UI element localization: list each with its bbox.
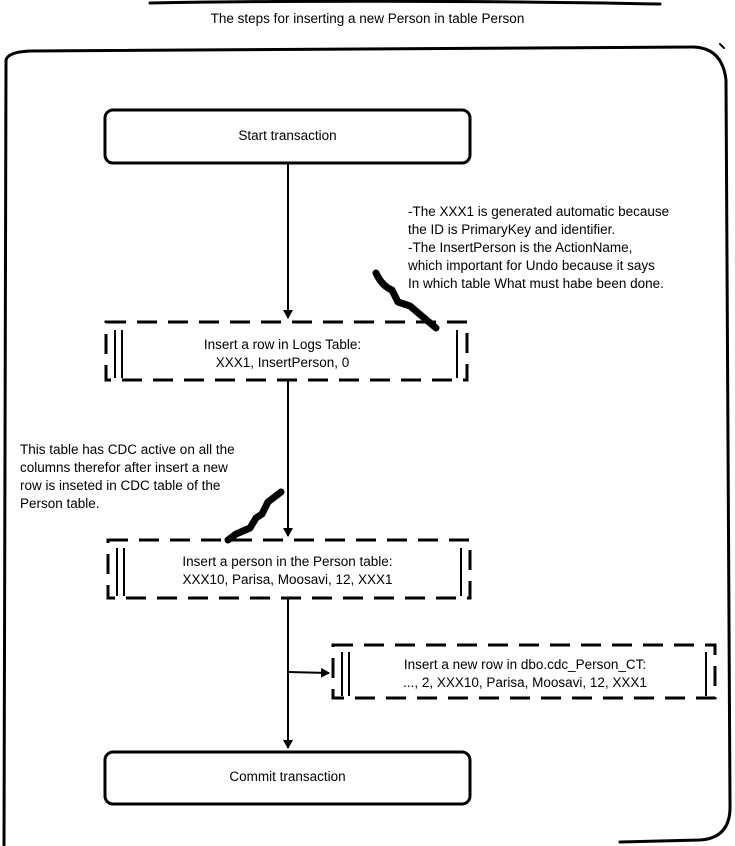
- cdc-step-line-2: ..., 2, XXX10, Parisa, Moosavi, 12, XXX1: [403, 675, 647, 690]
- note-xxx1-line: which important for Undo because it says: [408, 258, 655, 273]
- callout-squiggle-cdc: [224, 488, 285, 544]
- logs-step-label: Insert a row in Logs Table: XXX1, Insert…: [110, 336, 455, 372]
- logs-step-line-2: XXX1, InsertPerson, 0: [215, 355, 350, 370]
- person-step-label: Insert a person in the Person table: XXX…: [110, 553, 465, 589]
- start-transaction-label: Start transaction: [238, 128, 337, 143]
- cdc-step-box: [331, 643, 717, 700]
- commit-transaction-label: Commit transaction: [229, 769, 346, 784]
- diagram-title: The steps for inserting a new Person in …: [210, 11, 525, 26]
- note-xxx1-line: -The InsertPerson is the ActionName,: [408, 240, 633, 255]
- note-xxx1-line: -The XXX1 is generated automatic because: [408, 204, 670, 219]
- note-cdc-explanation: This table has CDC active on all the col…: [20, 441, 252, 513]
- cdc-step-label: Insert a new row in dbo.cdc_Person_CT: .…: [340, 656, 710, 692]
- cdc-step-line-1: Insert a new row in dbo.cdc_Person_CT:: [403, 657, 647, 672]
- note-cdc-line: row is inseted in CDC table of the: [20, 478, 221, 493]
- note-cdc-line: columns therefor after insert a new: [20, 460, 228, 475]
- arrow-branch-to-cdc: [287, 667, 330, 678]
- commit-transaction-box: [103, 750, 472, 806]
- note-cdc-line: This table has CDC active on all the: [20, 442, 235, 457]
- note-xxx1-line: In which table What must habe been done.: [408, 276, 664, 291]
- callout-squiggle-xxx1: [372, 269, 440, 332]
- person-step-line-2: XXX10, Parisa, Moosavi, 12, XXX1: [182, 572, 393, 587]
- note-xxx1-line: the ID is PrimaryKey and identifier.: [408, 222, 616, 237]
- note-cdc-line: Person table.: [20, 496, 100, 511]
- person-step-line-1: Insert a person in the Person table:: [182, 554, 393, 569]
- note-xxx1-explanation: -The XXX1 is generated automatic because…: [408, 203, 688, 293]
- person-step-box: [106, 538, 472, 600]
- logs-step-line-1: Insert a row in Logs Table:: [203, 337, 362, 352]
- logs-step-box: [104, 320, 469, 382]
